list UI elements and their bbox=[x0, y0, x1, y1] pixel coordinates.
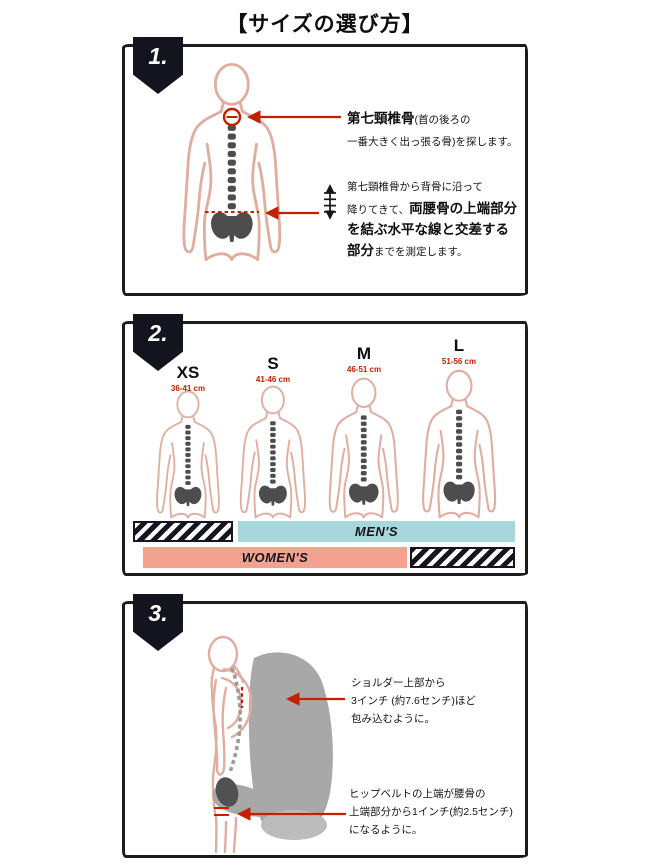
spine-dotted bbox=[228, 667, 242, 773]
shoulder-annotation: ショルダー上部から 3インチ (約7.6センチ)ほど 包み込むように。 bbox=[351, 677, 476, 725]
figure-l bbox=[422, 369, 497, 519]
figure-xs bbox=[156, 390, 220, 519]
size-range-bars: MEN'S WOMEN'S bbox=[133, 521, 518, 569]
figure-s bbox=[239, 385, 306, 519]
c7-circle-marker bbox=[222, 107, 242, 127]
figure-m bbox=[328, 377, 399, 519]
womens-bar-label: WOMEN'S bbox=[241, 550, 309, 565]
step1-graphic bbox=[182, 62, 341, 261]
hatch-block-womens-right bbox=[410, 547, 515, 568]
size-label-m: M 46-51 cm bbox=[346, 344, 382, 374]
panel-step3-fit-check: 3. bbox=[122, 594, 528, 858]
womens-size-bar: WOMEN'S bbox=[143, 547, 407, 568]
measure-span-icon bbox=[324, 184, 336, 220]
c7-annotation: 第七頸椎骨(首の後ろの 一番大きく出っ張る骨)を探します。 bbox=[347, 111, 518, 148]
page-title: 【サイズの選び方】 bbox=[226, 13, 424, 36]
mens-bar-label: MEN'S bbox=[354, 524, 399, 539]
hipbelt-tick-marks bbox=[214, 807, 229, 816]
c7-term: 第七頸椎骨 bbox=[347, 111, 415, 126]
side-figure-with-backpack bbox=[207, 635, 333, 854]
size-label-l: L 51-56 cm bbox=[441, 336, 477, 366]
step2-number: 2. bbox=[148, 320, 168, 346]
pelvis-side bbox=[215, 777, 239, 807]
backpack-bottom-pocket bbox=[261, 810, 327, 840]
mens-size-bar: MEN'S bbox=[238, 521, 515, 542]
size-label-s: S 41-46 cm bbox=[255, 354, 291, 384]
panel-step2-size-chart: 2. XS 36-41 cm S 41-46 cm M 46-51 cm L 5… bbox=[122, 314, 528, 576]
hatch-block-mens-left bbox=[133, 521, 233, 542]
back-figure-large bbox=[182, 62, 282, 261]
step3-graphic bbox=[207, 635, 346, 854]
measure-annotation: 第七頸椎骨から背骨に沿って 降りてきて、両腰骨の上端部分 を結ぶ水平な線と交差す… bbox=[347, 181, 518, 258]
person-outline bbox=[207, 635, 253, 854]
step1-number: 1. bbox=[148, 43, 168, 69]
panel-step1-measure-torso: 1. bbox=[122, 37, 528, 296]
hipbelt-annotation: ヒップベルトの上端が腰骨の 上端部分から1インチ(約2.5センチ) になるように… bbox=[349, 788, 513, 836]
size-label-xs: XS 36-41 cm bbox=[170, 363, 206, 393]
step3-number: 3. bbox=[148, 600, 168, 626]
backpack-silhouette bbox=[248, 652, 333, 836]
